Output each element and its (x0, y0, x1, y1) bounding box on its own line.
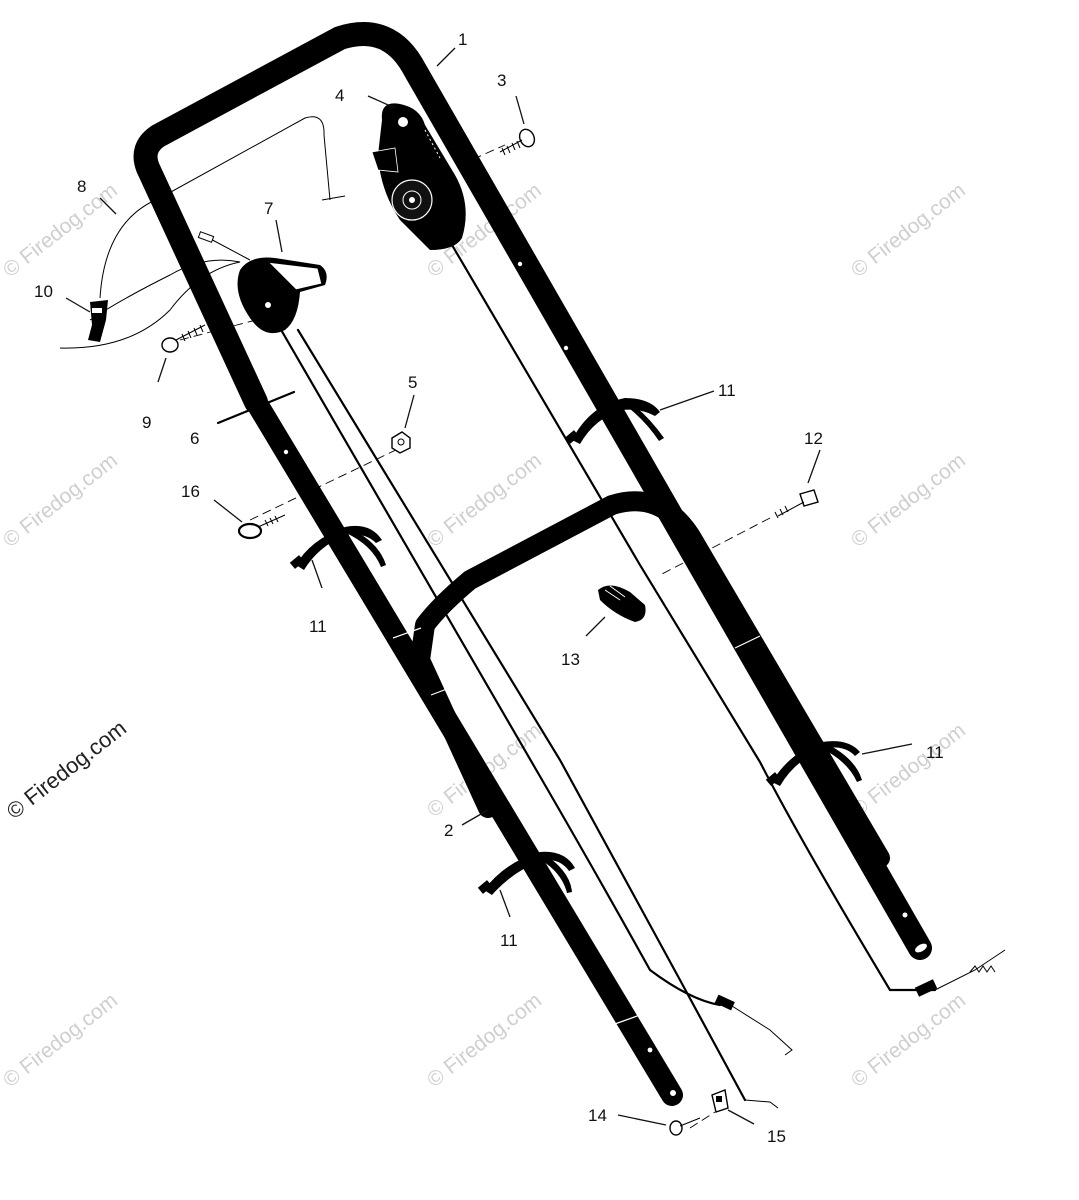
callout-11: 11 (718, 381, 736, 400)
lower-handle (245, 391, 890, 1106)
watermark: © Firedog.com (0, 449, 122, 552)
watermark: © Firedog.com (847, 449, 970, 552)
callout-2: 2 (444, 821, 453, 840)
bolt-14-icon (669, 1117, 701, 1136)
upper-handle (133, 22, 932, 960)
throttle-lever (237, 257, 327, 334)
watermark-main: © Firedog.com (2, 715, 131, 824)
bracket (59, 259, 241, 349)
callout-1: 1 (458, 30, 467, 49)
callout-11: 11 (926, 743, 944, 762)
callout-16: 16 (181, 482, 200, 501)
callout-13: 13 (561, 650, 580, 669)
watermark: © Firedog.com (847, 179, 970, 282)
clip-15-icon (711, 1089, 729, 1113)
watermark: © Firedog.com (423, 989, 546, 1092)
watermark: © Firedog.com (847, 719, 970, 822)
watermark: © Firedog.com (847, 989, 970, 1092)
watermark: © Firedog.com (423, 449, 546, 552)
screw-3-icon (499, 128, 536, 156)
callout-7: 7 (264, 199, 273, 218)
watermark: © Firedog.com (0, 179, 122, 282)
screw-9-icon (161, 324, 206, 353)
assembly-lines (179, 144, 771, 1129)
callout-15: 15 (767, 1127, 786, 1146)
callout-11: 11 (309, 617, 327, 636)
eye-bolt-16-icon (237, 514, 286, 540)
bolt-12-icon (774, 489, 819, 519)
leader-lines (65, 47, 913, 1126)
cable-ties (289, 398, 862, 895)
callout-14: 14 (588, 1106, 607, 1125)
knob-13-icon (598, 585, 646, 622)
cable-tie-icon (564, 398, 664, 444)
engine-control-box (371, 103, 466, 250)
callout-9: 9 (142, 413, 151, 432)
callout-3: 3 (497, 71, 506, 90)
callout-11: 11 (500, 931, 518, 950)
control-cables (99, 116, 1006, 1109)
callout-5: 5 (408, 373, 417, 392)
callout-6: 6 (190, 429, 199, 448)
callouts: 1 2 3 4 5 6 7 8 9 10 11 11 11 11 12 13 1… (34, 30, 944, 1146)
callout-4: 4 (335, 86, 344, 105)
callout-8: 8 (77, 177, 86, 196)
fasteners (161, 128, 819, 1136)
cable-tie-icon (765, 741, 862, 786)
nut-5-icon (391, 431, 411, 454)
callout-12: 12 (804, 429, 823, 448)
watermark: © Firedog.com (0, 989, 122, 1092)
cable-tie-icon (477, 851, 575, 895)
cable-tie-icon (289, 525, 386, 570)
callout-10: 10 (34, 282, 53, 301)
